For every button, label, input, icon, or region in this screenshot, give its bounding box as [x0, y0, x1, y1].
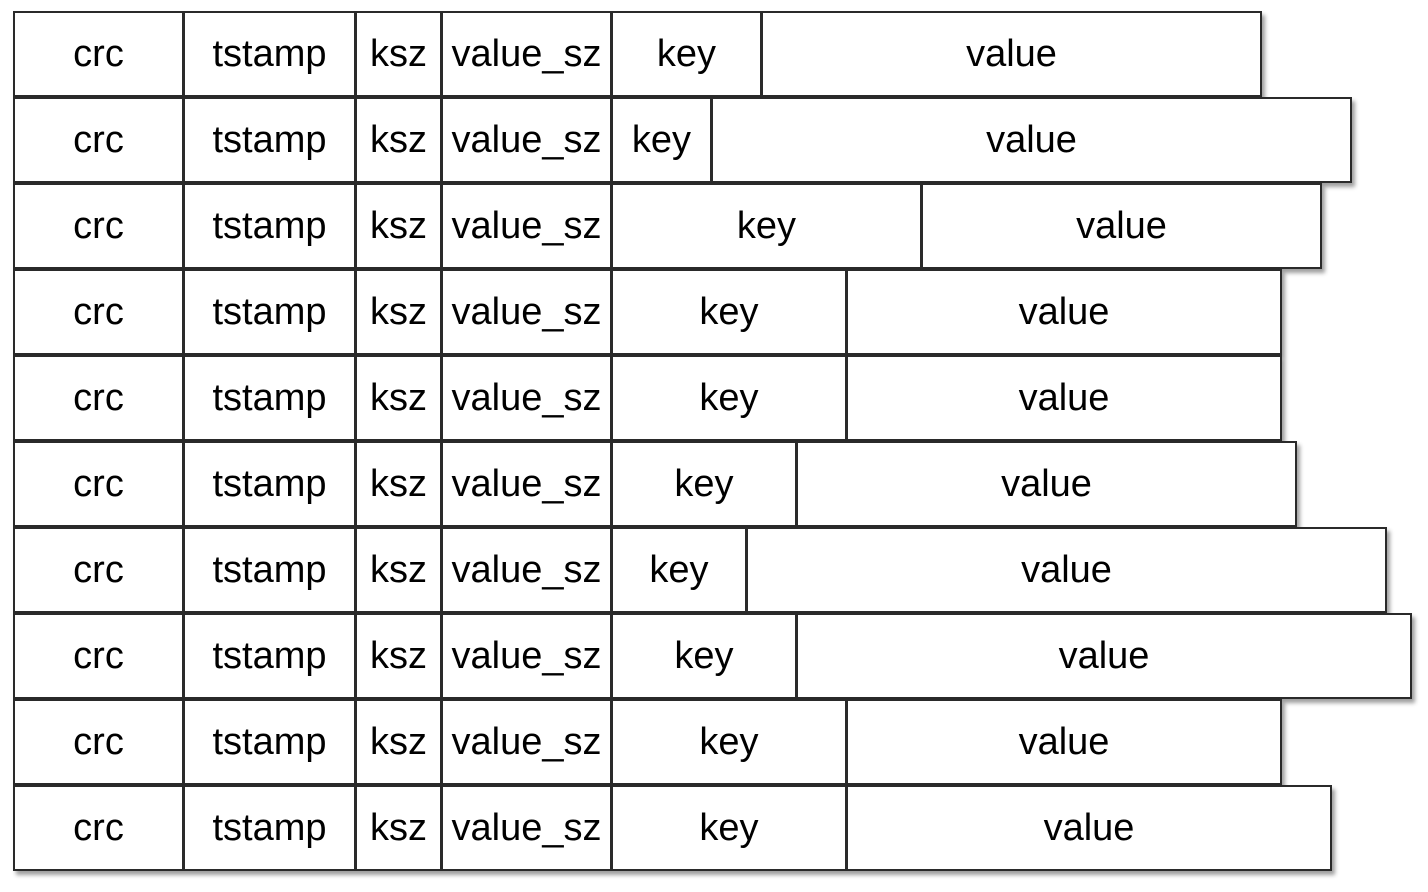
field-value-sz: value_sz — [442, 699, 612, 785]
field-value: value — [762, 11, 1262, 97]
field-crc: crc — [13, 699, 184, 785]
field-key: key — [612, 183, 922, 269]
field-key: key — [612, 699, 847, 785]
field-tstamp: tstamp — [184, 441, 356, 527]
field-value: value — [922, 183, 1322, 269]
field-crc: crc — [13, 613, 184, 699]
field-value: value — [797, 441, 1297, 527]
field-crc: crc — [13, 785, 184, 871]
field-ksz: ksz — [356, 97, 442, 183]
field-key: key — [612, 527, 747, 613]
field-value-sz: value_sz — [442, 183, 612, 269]
field-value-sz: value_sz — [442, 11, 612, 97]
field-ksz: ksz — [356, 785, 442, 871]
field-tstamp: tstamp — [184, 11, 356, 97]
field-value: value — [847, 699, 1282, 785]
field-crc: crc — [13, 183, 184, 269]
field-value: value — [747, 527, 1387, 613]
field-ksz: ksz — [356, 183, 442, 269]
field-crc: crc — [13, 527, 184, 613]
field-ksz: ksz — [356, 11, 442, 97]
field-ksz: ksz — [356, 441, 442, 527]
field-value: value — [847, 355, 1282, 441]
field-value: value — [847, 269, 1282, 355]
field-crc: crc — [13, 355, 184, 441]
field-key: key — [612, 785, 847, 871]
field-tstamp: tstamp — [184, 785, 356, 871]
field-key: key — [612, 441, 797, 527]
field-ksz: ksz — [356, 355, 442, 441]
field-ksz: ksz — [356, 699, 442, 785]
field-value-sz: value_sz — [442, 785, 612, 871]
field-value: value — [847, 785, 1332, 871]
field-value-sz: value_sz — [442, 441, 612, 527]
field-crc: crc — [13, 269, 184, 355]
field-ksz: ksz — [356, 527, 442, 613]
field-crc: crc — [13, 11, 184, 97]
field-key: key — [612, 355, 847, 441]
field-tstamp: tstamp — [184, 269, 356, 355]
field-key: key — [612, 613, 797, 699]
field-crc: crc — [13, 441, 184, 527]
field-key: key — [612, 11, 762, 97]
field-tstamp: tstamp — [184, 355, 356, 441]
field-value-sz: value_sz — [442, 269, 612, 355]
field-key: key — [612, 269, 847, 355]
field-tstamp: tstamp — [184, 527, 356, 613]
field-tstamp: tstamp — [184, 613, 356, 699]
field-tstamp: tstamp — [184, 97, 356, 183]
field-value: value — [797, 613, 1412, 699]
field-value-sz: value_sz — [442, 355, 612, 441]
field-key: key — [612, 97, 712, 183]
field-ksz: ksz — [356, 269, 442, 355]
field-value-sz: value_sz — [442, 527, 612, 613]
field-ksz: ksz — [356, 613, 442, 699]
field-tstamp: tstamp — [184, 183, 356, 269]
field-crc: crc — [13, 97, 184, 183]
field-tstamp: tstamp — [184, 699, 356, 785]
field-value-sz: value_sz — [442, 97, 612, 183]
field-value-sz: value_sz — [442, 613, 612, 699]
field-value: value — [712, 97, 1352, 183]
